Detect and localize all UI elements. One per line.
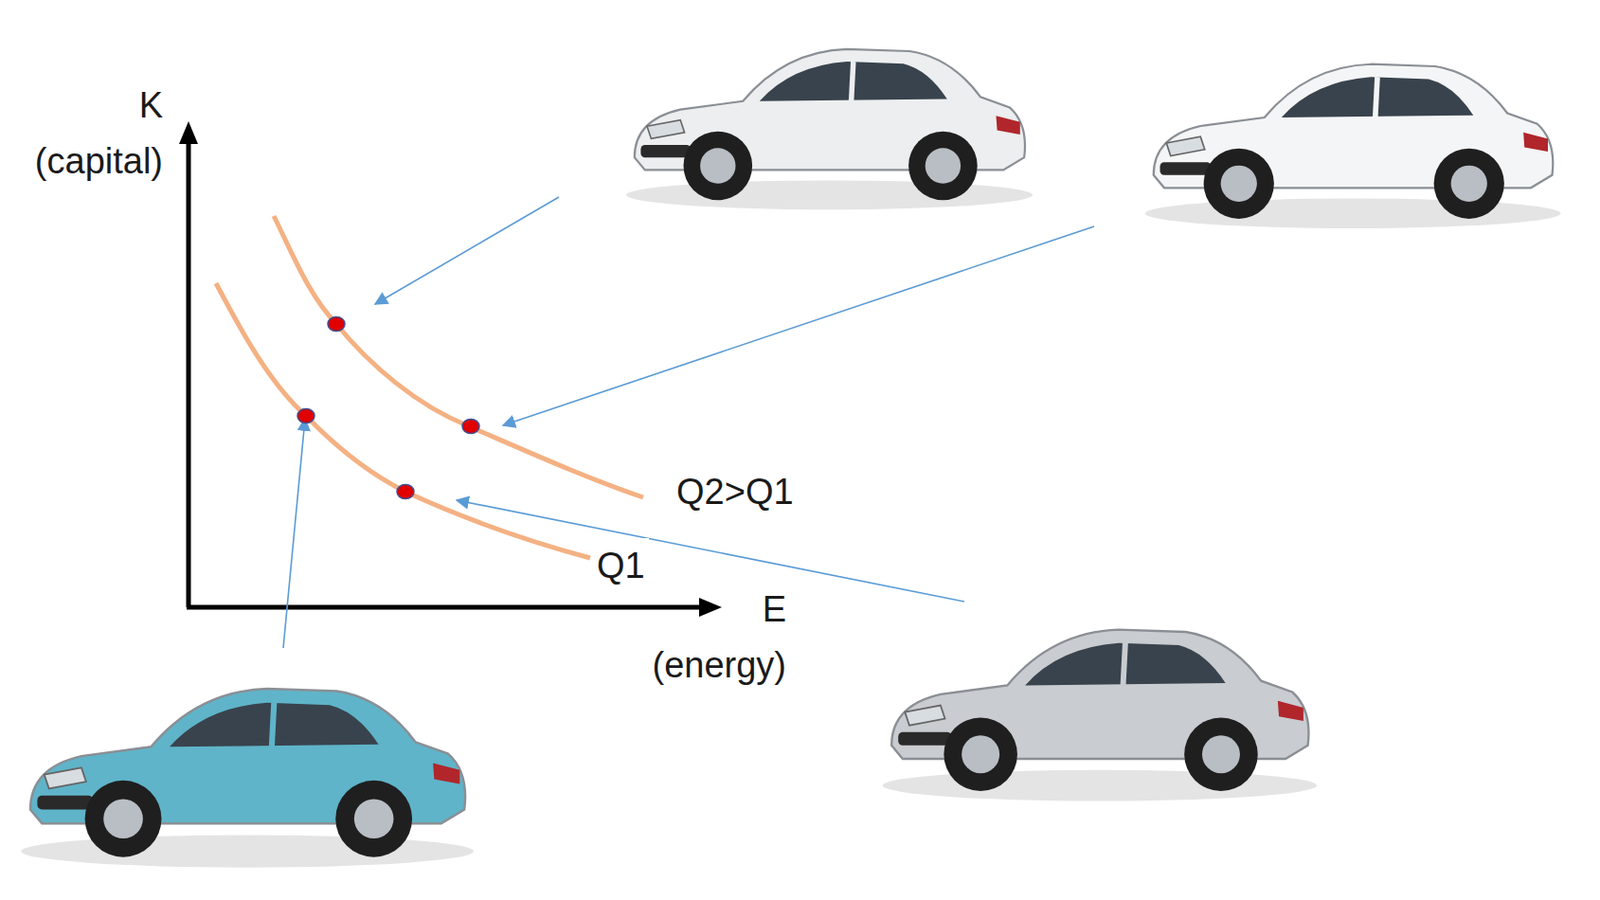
leader-arrow (503, 226, 1095, 426)
axis-label: K (capital) (18, 77, 163, 190)
input-point (327, 317, 345, 332)
isoquant-curve (215, 283, 591, 558)
input-point (462, 419, 480, 434)
curve-label: Q1 (593, 538, 649, 594)
axis-line (186, 605, 700, 611)
curve-label: Q2>Q1 (672, 464, 798, 521)
leader-arrow (283, 418, 306, 648)
axis-arrowhead (699, 597, 722, 617)
axis-arrowhead (179, 121, 198, 144)
input-point (297, 409, 315, 424)
input-point (396, 485, 414, 500)
isoquant-curve (273, 215, 644, 498)
car-picture (626, 49, 1033, 210)
axis-line (186, 142, 192, 608)
car-picture (1145, 64, 1562, 229)
car-picture (882, 629, 1317, 802)
car-picture (20, 688, 474, 868)
axis-label: E (energy) (632, 581, 787, 694)
leader-arrow (375, 197, 559, 305)
